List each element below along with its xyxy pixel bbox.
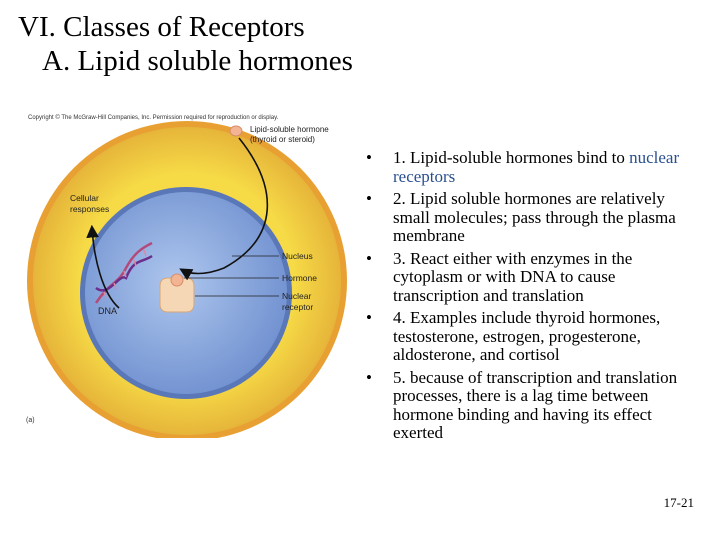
hormone-entry-arrow	[179, 137, 269, 281]
bullet-dot-icon: •	[366, 248, 372, 268]
title-line-1: VI. Classes of Receptors	[18, 11, 305, 43]
copyright-text: Copyright © The McGraw-Hill Companies, I…	[28, 114, 279, 121]
slide-title: VI. Classes of Receptors A. Lipid solubl…	[18, 10, 353, 78]
response-arrow	[86, 224, 120, 309]
bullet-item: • 3. React either with enzymes in the cyt…	[364, 248, 694, 306]
bullet-text: 1. Lipid-soluble hormones bind to	[393, 148, 630, 167]
bullet-list: • 1. Lipid-soluble hormones bind to nucle…	[364, 148, 694, 447]
bullet-item: • 2. Lipid soluble hormones are relativel…	[364, 189, 694, 246]
bullet-item: • 5. because of transcription and transla…	[364, 367, 694, 443]
bullet-dot-icon: •	[366, 367, 372, 387]
cell-diagram: Copyright © The McGraw-Hill Companies, I…	[24, 108, 374, 438]
nuclear-receptor-label-2: receptor	[282, 302, 313, 312]
hormone-molecule-icon	[229, 125, 243, 137]
cellular-responses-label-1: Cellular	[70, 193, 99, 203]
bullet-dot-icon: •	[366, 189, 372, 208]
bullet-highlight: nuclear receptors	[393, 148, 680, 186]
bullet-item: • 4. Examples include thyroid hormones, t…	[364, 308, 694, 365]
slide-number: 17-21	[663, 495, 694, 510]
cellular-responses-label-2: responses	[70, 204, 109, 214]
hormone-label-2: (thyroid or steroid)	[250, 135, 315, 144]
bullet-text: 4. Examples include thyroid hormones, te…	[393, 308, 661, 364]
title-line-2: A. Lipid soluble hormones	[42, 45, 353, 77]
nuclear-receptor-label-1: Nuclear	[282, 291, 311, 301]
bullet-text: 3. React either with enzymes in the cyto…	[393, 248, 633, 305]
bullet-text: 2. Lipid soluble hormones are relatively…	[393, 189, 676, 245]
nucleus-label: Nucleus	[282, 251, 313, 261]
dna-label: DNA	[98, 306, 117, 316]
bullet-text: 5. because of transcription and translat…	[393, 367, 678, 442]
hormone-label-1: Lipid-soluble hormone	[250, 125, 329, 134]
hormone-label: Hormone	[282, 273, 317, 283]
cell-diagram-svg: Copyright © The McGraw-Hill Companies, I…	[26, 114, 347, 438]
panel-label: (a)	[26, 417, 35, 424]
bullet-item: • 1. Lipid-soluble hormones bind to nucle…	[364, 148, 694, 186]
bound-hormone-icon	[170, 273, 184, 287]
bullet-dot-icon: •	[366, 308, 372, 327]
bullet-dot-icon: •	[366, 148, 372, 167]
nuclear-receptor-icon	[159, 273, 195, 313]
